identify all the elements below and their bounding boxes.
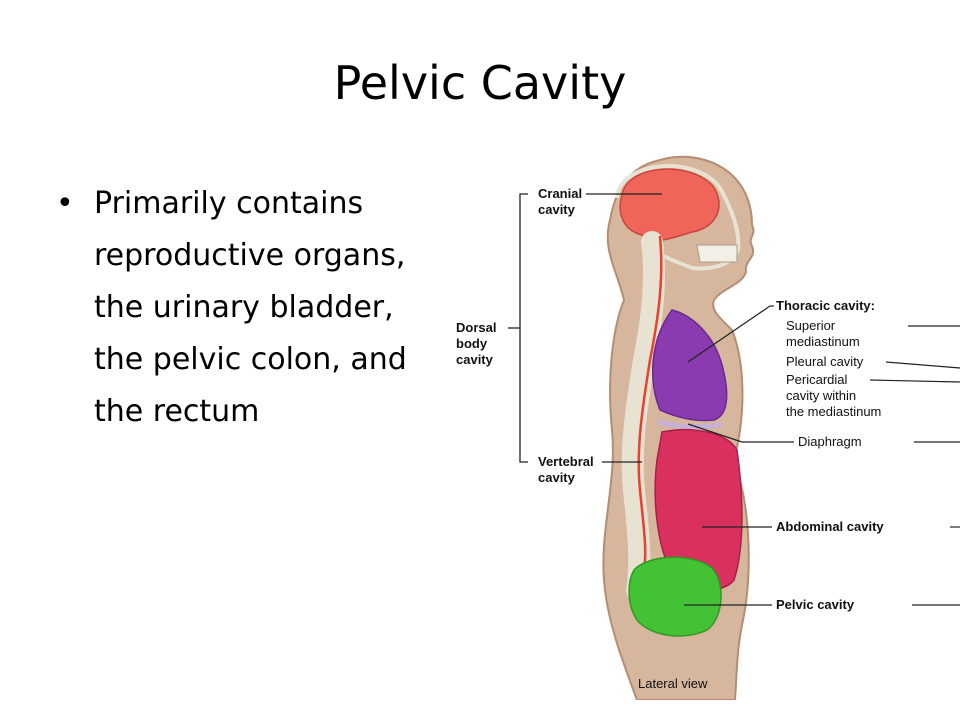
superior-mediastinum-label: Superior mediastinum (786, 318, 860, 349)
dorsal-bracket (519, 193, 528, 463)
spine-column (621, 231, 665, 601)
diaphragm-label: Diaphragm (798, 434, 862, 449)
vertebral-cavity-label: Vertebral cavity (538, 454, 594, 485)
jaw-shape (696, 244, 738, 263)
body-cavities-diagram: Cranial cavity Dorsal body cavity Verteb… (452, 150, 960, 700)
thoracic-cavity-shape (652, 309, 728, 422)
abdominal-cavity-shape (654, 429, 743, 591)
abdominal-cavity-label: Abdominal cavity (776, 519, 884, 534)
diaphragm-leader (687, 423, 743, 443)
skull-outline (615, 164, 741, 271)
cranial-cavity-shape (619, 168, 720, 242)
bullet-icon: • (56, 186, 74, 221)
pelvic-cavity-shape (628, 556, 722, 637)
cranial-cavity-label: Cranial cavity (538, 186, 583, 217)
thoracic-cavity-label: Thoracic cavity: (776, 298, 875, 313)
body-illustration (508, 155, 960, 700)
thoracic-leader (687, 305, 771, 363)
pericardial-cavity-label: Pericardial cavity within the mediastinu… (786, 372, 882, 419)
dorsal-body-cavity-label: Dorsal body cavity (456, 320, 497, 367)
lateral-view-caption: Lateral view (638, 676, 708, 691)
bullet-text: Primarily contains reproductive organs, … (94, 186, 407, 429)
pelvic-cavity-label: Pelvic cavity (776, 597, 855, 612)
pericardial-leader (869, 379, 960, 383)
diaphragm-shape (657, 419, 723, 430)
slide-title: Pelvic Cavity (333, 56, 627, 110)
pleural-leader (885, 361, 960, 369)
spinal-cord (637, 235, 663, 571)
pleural-cavity-label: Pleural cavity (786, 354, 864, 369)
